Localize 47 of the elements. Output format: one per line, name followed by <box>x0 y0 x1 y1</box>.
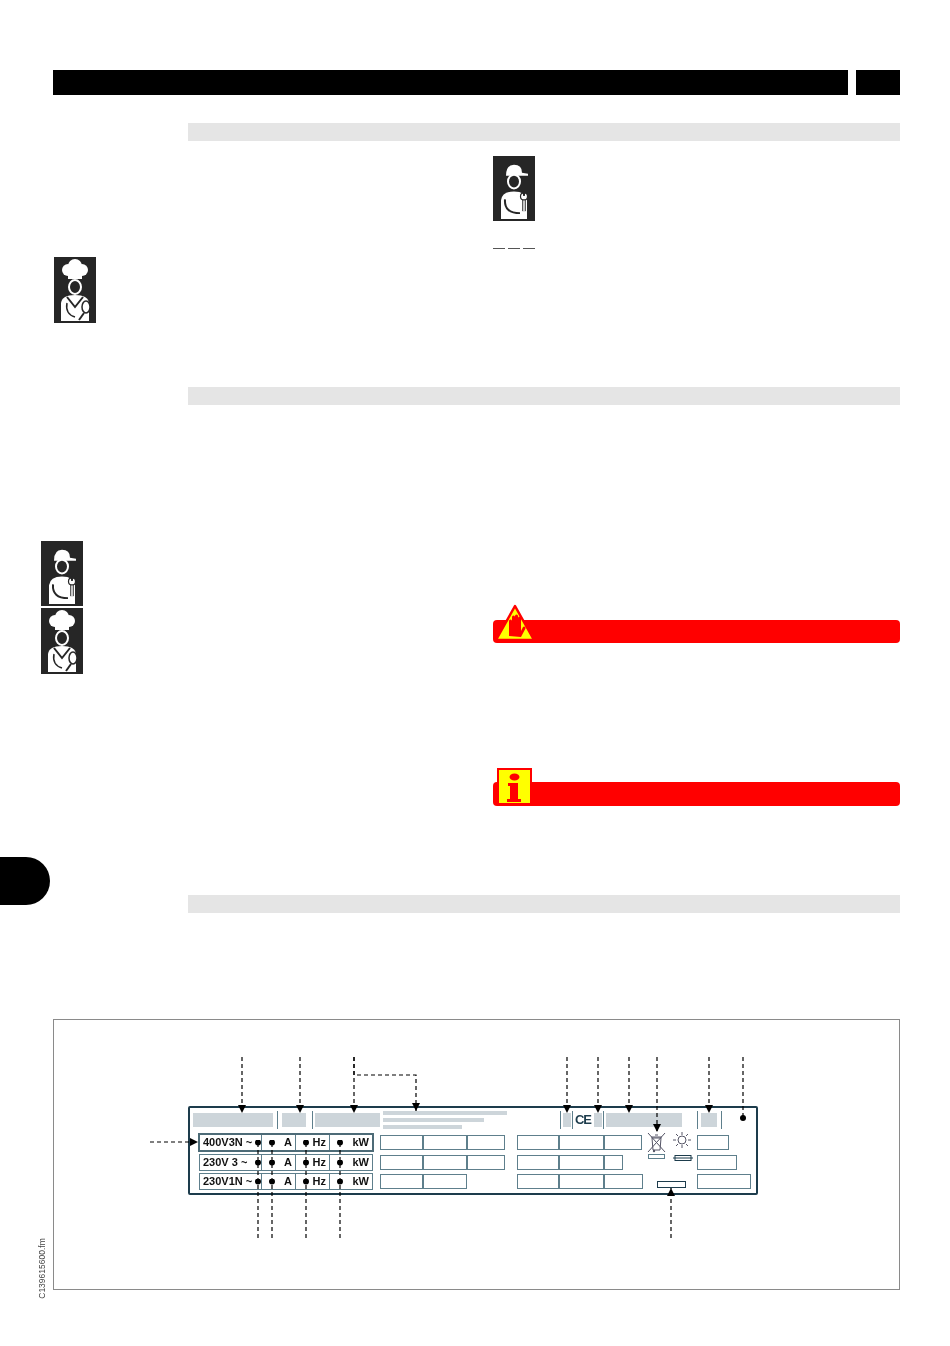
unit-cell: kW <box>330 1155 372 1170</box>
blank-field <box>315 1113 380 1127</box>
blank-field <box>563 1113 571 1127</box>
leader-line <box>667 1187 675 1239</box>
file-reference: C139615600.fm <box>36 1237 48 1301</box>
leader-line <box>238 1056 246 1114</box>
unit-cell: Hz <box>296 1155 330 1170</box>
section-heading-bar <box>188 895 900 913</box>
blank-field <box>282 1113 306 1127</box>
unit-cell: kW <box>330 1174 372 1189</box>
unit-cell: A <box>262 1135 296 1150</box>
leader-line <box>149 1138 199 1146</box>
warning-banner <box>493 620 900 643</box>
unit-cell: A <box>262 1174 296 1189</box>
blank-field <box>193 1113 273 1127</box>
voltage-cell: 230V1N ~ <box>200 1174 262 1189</box>
unit-cell: Hz <box>296 1174 330 1189</box>
leader-line <box>353 1056 420 1112</box>
empty-field <box>657 1181 686 1188</box>
leader-line <box>740 1056 746 1121</box>
leader-line <box>594 1056 602 1114</box>
leader-line <box>705 1056 713 1114</box>
crossed-bin-icon <box>647 1132 666 1159</box>
leader-line <box>269 1140 275 1239</box>
unit-cell: A <box>262 1155 296 1170</box>
voltage-cell: 230V 3 ~ <box>200 1155 262 1170</box>
blank-field <box>701 1113 717 1127</box>
leader-line <box>625 1056 633 1114</box>
info-banner <box>493 782 900 806</box>
section-heading-bar <box>188 123 900 141</box>
leader-line <box>296 1056 304 1114</box>
section-heading-bar <box>188 387 900 405</box>
leader-line <box>563 1056 571 1114</box>
leader-line <box>653 1056 661 1133</box>
blank-text-lines <box>383 1111 507 1130</box>
voltage-cell: 400V3N ~ <box>200 1135 262 1150</box>
leader-line <box>303 1140 309 1239</box>
supply-row <box>199 1154 373 1171</box>
unit-cell: kW <box>330 1135 372 1150</box>
leader-line <box>337 1140 343 1239</box>
ce-mark: CE <box>574 1111 592 1129</box>
blank-field <box>594 1113 602 1127</box>
supply-row <box>198 1133 374 1152</box>
rating-plate <box>188 1106 758 1195</box>
blank-field <box>606 1113 682 1127</box>
unit-cell: Hz <box>296 1135 330 1150</box>
supply-row <box>199 1173 373 1190</box>
